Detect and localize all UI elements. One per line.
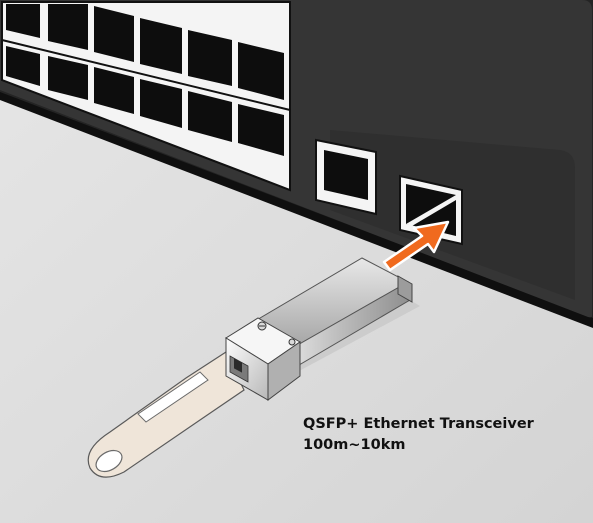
qsfp-transceiver-module <box>225 257 413 401</box>
rj45-port <box>188 30 232 86</box>
rj45-port <box>48 56 88 100</box>
pull-tab-body <box>87 351 245 478</box>
module-housing-side <box>267 341 301 401</box>
screw-icon <box>288 338 296 346</box>
rj45-port <box>238 42 284 100</box>
port-row-bottom <box>6 46 284 156</box>
insertion-arrow <box>382 220 450 272</box>
module-caption: QSFP+ Ethernet Transceiver 100m~10km <box>303 414 534 456</box>
pull-tab-ring <box>95 449 123 473</box>
pull-tab-slot <box>137 371 209 423</box>
rj45-port <box>94 6 134 62</box>
caption-title: QSFP+ Ethernet Transceiver <box>303 416 534 432</box>
rj45-port <box>94 67 134 114</box>
rj45-port <box>48 4 88 50</box>
arrow-shape <box>382 220 450 272</box>
port-row-top <box>6 4 284 100</box>
switch-bottom-edge <box>0 92 593 328</box>
caption-range: 100m~10km <box>303 437 406 453</box>
network-switch <box>0 0 593 328</box>
console-port <box>324 150 368 200</box>
rj45-port <box>140 18 182 74</box>
pull-tab <box>87 351 245 478</box>
rj45-port <box>6 4 40 38</box>
port-row-divider <box>1 39 291 111</box>
rj45-port <box>188 91 232 142</box>
connector-port <box>234 358 242 373</box>
rj45-port <box>6 46 40 86</box>
rj45-port <box>140 79 182 128</box>
module-end-cap <box>397 275 413 303</box>
rj45-port <box>238 104 284 156</box>
qsfp-port-highlight <box>406 195 456 226</box>
